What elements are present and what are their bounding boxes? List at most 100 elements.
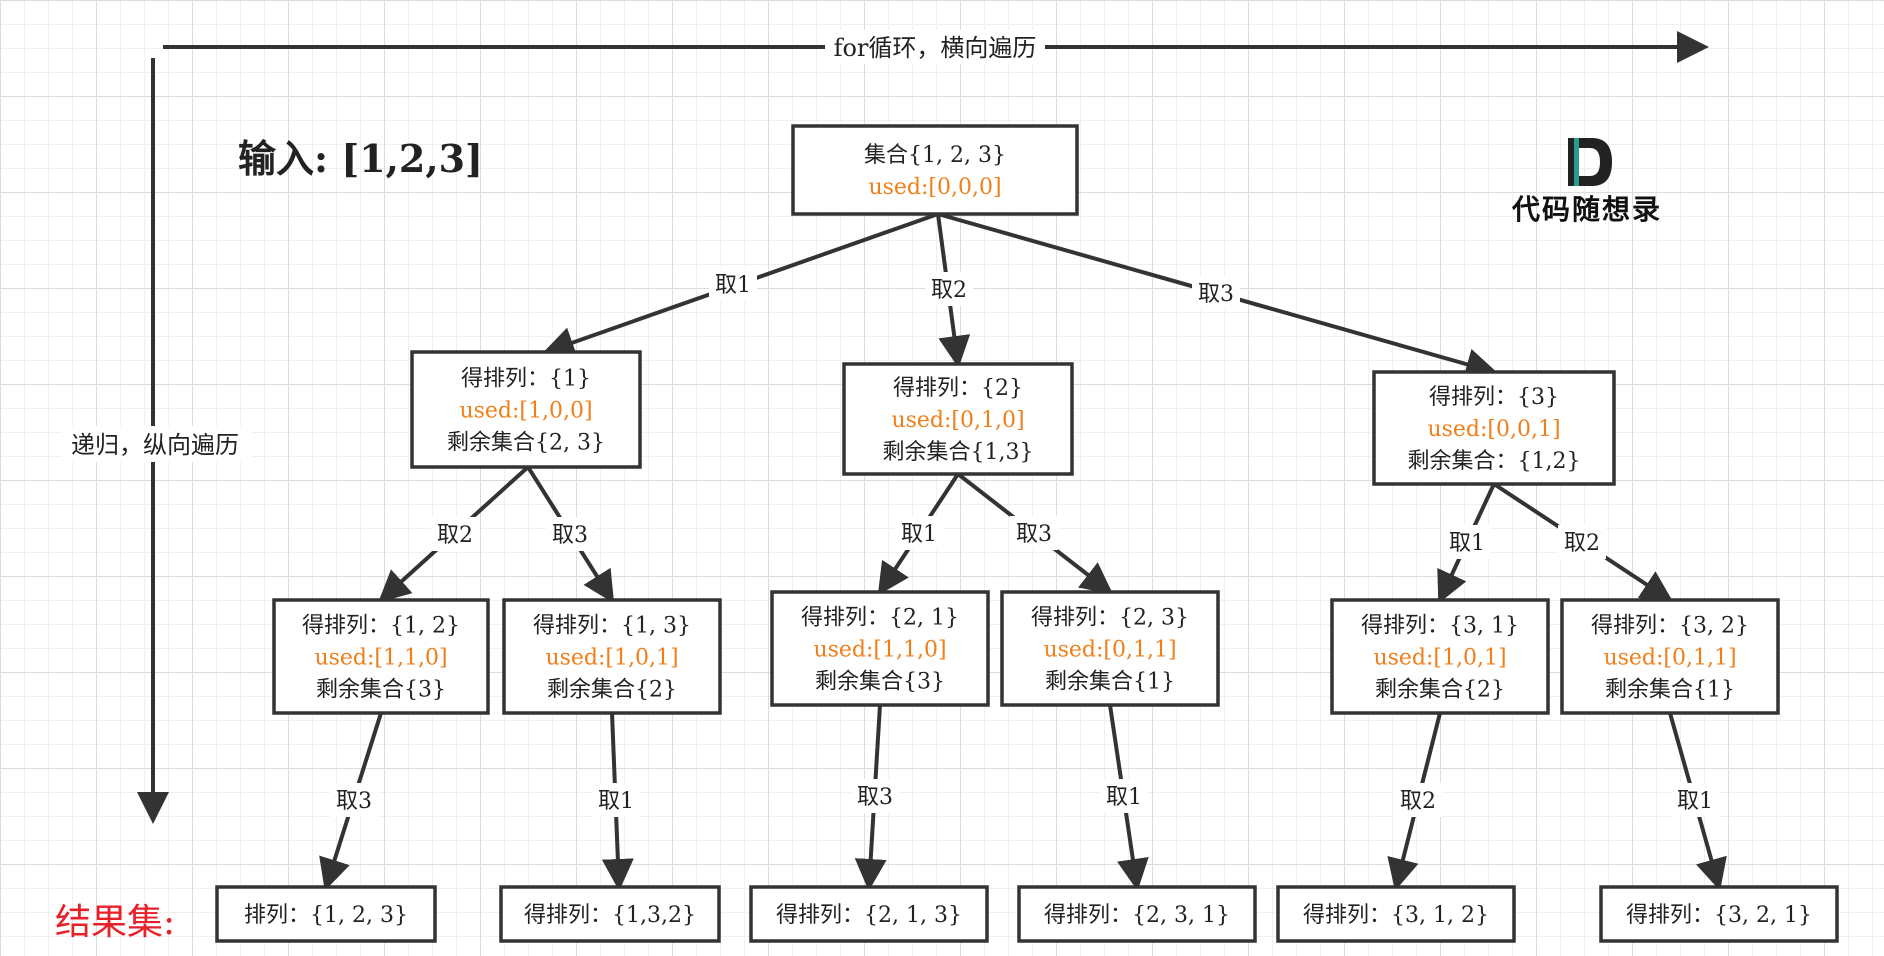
node-title-text: 得排列：{1,3,2} — [524, 903, 696, 928]
node-r213: 得排列：{2, 1, 3} — [749, 885, 989, 943]
edge-label-bg — [851, 779, 899, 813]
edge-label-bg — [592, 783, 640, 817]
edge-label: 取2 — [931, 278, 967, 303]
vertical-axis: 递归，纵向遍历 — [62, 58, 252, 824]
node-remaining-text: 剩余集合{1,3} — [883, 440, 1034, 465]
edge-label: 取3 — [336, 789, 372, 814]
node-box — [272, 598, 490, 715]
vertical-axis-label: 递归，纵向遍历 — [71, 431, 239, 459]
edge-label-bg — [330, 783, 378, 817]
edge-label-bg — [546, 517, 594, 551]
node-used-text: used:[0,0,0] — [868, 175, 1001, 200]
edges-layer: 取1 取2 取3 取2 取3 取1 取3 取1 取2 取3 取1 取3 取1 取2 取1 — [319, 212, 1727, 891]
edge-label-bg — [1394, 783, 1442, 817]
edge-label: 取1 — [1449, 531, 1485, 556]
input-label: 输入: [1,2,3] — [238, 136, 483, 181]
edge-label-bg — [1010, 516, 1058, 550]
edge-n3-n32: 取2 — [1492, 482, 1674, 603]
node-used-text: used:[1,1,0] — [813, 638, 946, 663]
edge-n23-r231: 取1 — [1100, 704, 1149, 891]
edge-n3-n31: 取1 — [1437, 483, 1496, 604]
node-box — [770, 590, 990, 707]
edge-root-n2: 取2 — [925, 213, 973, 368]
node-box — [1560, 598, 1780, 715]
node-n13: 得排列：{1, 3}used:[1,0,1]剩余集合{2} — [502, 598, 722, 715]
edge-label-bg — [431, 517, 479, 551]
node-title-text: 得排列：{3, 1} — [1361, 614, 1519, 639]
node-title-text: 得排列：{1, 3} — [533, 614, 691, 639]
node-root: 集合{1, 2, 3}used:[0,0,0] — [791, 124, 1079, 216]
d-logo-icon — [1568, 138, 1612, 186]
edge-label: 取1 — [901, 522, 937, 547]
node-remaining-text: 剩余集合{3} — [815, 670, 945, 695]
edge-label: 取3 — [1016, 522, 1052, 547]
edge-n13-r132: 取1 — [592, 712, 640, 891]
node-used-text: used:[0,1,1] — [1603, 646, 1736, 671]
edge-label-bg — [1671, 783, 1719, 817]
edge-n2-n21: 取1 — [877, 472, 960, 596]
horizontal-axis-label-bg — [825, 30, 1045, 64]
node-title-text: 得排列：{3} — [1429, 385, 1559, 410]
node-n2: 得排列：{2} used:[0,1,0] 剩余集合{1,3} — [842, 362, 1074, 476]
edge-n1-n13: 取3 — [526, 465, 615, 604]
node-used-text: used:[1,0,1] — [545, 646, 678, 671]
node-box — [1372, 370, 1616, 486]
node-box — [1330, 598, 1550, 715]
edge-label-bg — [709, 267, 757, 301]
node-n32: 得排列：{3, 2} used:[0,1,1] 剩余集合{1} — [1560, 598, 1780, 715]
edge-label-bg — [1558, 525, 1606, 559]
node-r132: 得排列：{1,3,2} — [499, 885, 721, 943]
node-box — [1276, 885, 1516, 943]
node-title-text: 得排列：{1, 2} — [302, 614, 460, 639]
node-used-text: used:[1,0,0] — [459, 399, 592, 424]
node-r123: 排列：{1, 2, 3} — [215, 885, 437, 943]
edge-label: 取3 — [1198, 282, 1234, 307]
edge-label: 取3 — [857, 785, 893, 810]
node-n3: 得排列：{3}used:[0,0,1]剩余集合：{1,2} — [1372, 370, 1616, 486]
edge-label: 取2 — [437, 523, 473, 548]
horizontal-axis-label: for循环，横向遍历 — [834, 34, 1037, 62]
node-box — [1017, 885, 1257, 943]
edge-n31-r312: 取2 — [1387, 712, 1442, 891]
edge-label-bg — [895, 516, 943, 550]
edge-label-bg — [1443, 525, 1491, 559]
logo: 代码随想录 — [1511, 138, 1662, 226]
node-remaining-text: 剩余集合：{1,2} — [1408, 449, 1581, 474]
node-title-text: 排列：{1, 2, 3} — [244, 903, 408, 928]
node-title-text: 得排列：{3, 2} — [1591, 614, 1749, 639]
node-box — [1599, 885, 1839, 943]
node-title-text: 得排列：{1} — [461, 367, 591, 392]
edge-n1-n12: 取2 — [378, 465, 530, 603]
node-box — [1000, 590, 1220, 707]
result-set-label: 结果集: — [55, 902, 175, 943]
edge-label: 取1 — [715, 273, 751, 298]
horizontal-axis: for循环，横向遍历 — [163, 30, 1709, 64]
node-box — [410, 350, 642, 469]
logo-text: 代码随想录 — [1511, 193, 1662, 226]
node-n31: 得排列：{3, 1}used:[1,0,1]剩余集合{2} — [1330, 598, 1550, 715]
edge-label: 取1 — [1677, 789, 1713, 814]
edge-label: 取1 — [598, 789, 634, 814]
node-used-text: used:[0,1,1] — [1043, 638, 1176, 663]
node-box — [502, 598, 722, 715]
node-title-text: 得排列：{2} — [893, 376, 1023, 401]
node-box — [842, 362, 1074, 476]
vertical-axis-label-bg — [62, 426, 252, 462]
node-remaining-text: 剩余集合{1} — [1605, 678, 1735, 703]
node-title-text: 得排列：{3, 2, 1} — [1626, 903, 1812, 928]
node-r321: 得排列：{3, 2, 1} — [1599, 885, 1839, 943]
node-title-text: 得排列：{2, 1, 3} — [776, 903, 962, 928]
node-n1: 得排列：{1} used:[1,0,0] 剩余集合{2, 3} — [410, 350, 642, 469]
node-title-text: 得排列：{2, 3, 1} — [1044, 903, 1230, 928]
edge-label: 取3 — [552, 523, 588, 548]
node-box — [791, 124, 1079, 216]
node-remaining-text: 剩余集合{2, 3} — [447, 431, 605, 456]
node-n21: 得排列：{2, 1}used:[1,1,0]剩余集合{3} — [770, 590, 990, 707]
node-used-text: used:[0,1,0] — [891, 408, 1024, 433]
edge-root-n1: 取1 — [542, 212, 939, 358]
node-r231: 得排列：{2, 3, 1} — [1017, 885, 1257, 943]
node-n12: 得排列：{1, 2}used:[1,1,0]剩余集合{3} — [272, 598, 490, 715]
nodes-layer: 集合{1, 2, 3}used:[0,0,0] 得排列：{1} used:[1,0,… — [215, 124, 1839, 943]
edge-label: 取1 — [1106, 785, 1142, 810]
edge-n32-r321: 取1 — [1668, 712, 1727, 891]
